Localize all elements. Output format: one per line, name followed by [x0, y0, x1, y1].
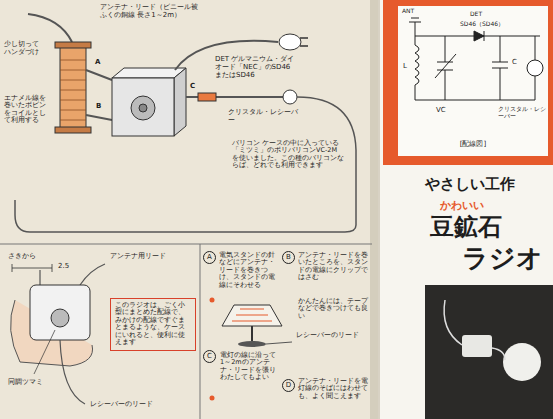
title-line: やさしい工作 [425, 176, 515, 193]
bobbin-flange [55, 42, 91, 48]
instruction-note: かんたんには、テープなどで巻きつけても良い [298, 298, 368, 320]
bobbin-flange [55, 127, 91, 133]
variable-capacitor-case [112, 78, 174, 136]
antenna-wire [28, 14, 72, 42]
lamp-shade [222, 305, 282, 326]
tuning-knob [51, 309, 69, 327]
instruction-note: アンテナ・リードを電灯線のそばにはわせても、よく聞こえます [298, 378, 368, 400]
part-name: VC [436, 106, 446, 114]
wire [86, 70, 112, 120]
cord-in-photo [444, 300, 505, 360]
terminal-letter: C [190, 82, 195, 90]
coil-bobbin [60, 45, 86, 130]
capacitor-symbol [492, 36, 508, 100]
terminal-letter: A [95, 58, 100, 66]
panel-divider [0, 244, 372, 419]
title-line: かわいい [440, 200, 484, 213]
circuit-panel [398, 6, 548, 156]
lamp-stem [251, 326, 253, 341]
dot [210, 298, 215, 303]
lamp-illustration [210, 298, 293, 401]
circuit-schematic [409, 18, 543, 100]
diode-bar [484, 31, 485, 41]
callout-letter: C [207, 353, 212, 360]
terminal-letter: B [96, 102, 101, 110]
callout-letter: B [286, 254, 291, 261]
note-text: このラジオは、ごく小型にまとめた配線で、みかけの配線ですぐまとまるような、ケース… [115, 302, 191, 347]
part-name: レシーバーのリード [90, 400, 153, 408]
part-name: L [403, 62, 407, 70]
instruction-note: 電気スタンドの針などにアンテナ・リードを巻きつけ、スタンドの電線にそわせる [219, 252, 279, 289]
dimension: 2.5 [58, 262, 69, 270]
wiring-illustration [15, 14, 356, 232]
page-spine [370, 0, 380, 419]
instruction-note: アンテナ・リードを巻いたところを、スタンドの電線にクリップではさむ [298, 252, 368, 282]
dot [210, 396, 215, 401]
plug-pins [300, 38, 308, 46]
diode-symbol [474, 31, 484, 41]
crystal-earphone [283, 90, 297, 104]
title-line: ラジオ [462, 244, 543, 274]
leader-line [34, 330, 55, 374]
note-box: このラジオは、ごく小型にまとめた配線で、みかけの配線ですぐまとまるような、ケース… [110, 298, 196, 351]
capacitor-note: バリコン ケースの中に入っている「ミツミ」のポリバリコンVC-2Mを使いました。… [232, 140, 344, 170]
signal-name: ANT [402, 8, 414, 15]
part-name: クリスタル・レシーバー [498, 106, 546, 120]
part-name: C [512, 58, 517, 66]
case-side [174, 68, 186, 136]
coil-winding [60, 60, 86, 120]
earphone-cord [60, 340, 85, 404]
instruction-note: 電灯の線に沿って1～2mのアンテナ・リードを張りわたしてもよい [220, 352, 278, 382]
earphone-cord [15, 97, 356, 232]
photo [425, 285, 553, 419]
plug [279, 34, 301, 50]
circled-letter: B [282, 251, 295, 264]
circled-letter: C [203, 350, 216, 363]
dimension-line [12, 264, 52, 272]
part-name: クリスタル・レシーバー [228, 108, 304, 124]
part-name: DET [470, 11, 482, 18]
antenna-lead [39, 270, 40, 285]
wire [415, 76, 535, 100]
lamp-base [238, 341, 266, 347]
dimension-note: さきから [8, 252, 36, 260]
diagram-caption: [配線図] [460, 140, 486, 148]
radio-case [30, 285, 90, 340]
part-name: アンテナ用リード [110, 252, 166, 260]
earphone-symbol [527, 60, 543, 76]
part-number: SD46（SD46） [460, 21, 504, 28]
title-line: 豆鉱石 [430, 214, 502, 242]
part-name: 同調ツマミ [8, 378, 43, 386]
antenna-symbol [409, 18, 421, 36]
variable-capacitor-symbol [435, 36, 456, 100]
radio-in-photo [462, 335, 492, 357]
callout-letter: A [207, 254, 212, 261]
knob-center [139, 104, 147, 112]
circled-letter: D [282, 379, 295, 392]
coil-symbol [415, 36, 419, 100]
orange-band [383, 0, 553, 165]
solder-note: 少し切って ハンダづけ [4, 40, 48, 56]
diode-note: DET ゲルマニウム・ダイオード「NEC」のSD46またはSD46 [215, 55, 297, 79]
right-page [378, 0, 553, 419]
tuning-knob [131, 96, 155, 120]
coil-note: エナメル線を巻いたボビンをコイルとして利用する [4, 95, 50, 125]
earphone-in-photo [503, 343, 541, 381]
lead-note: アンテナ・リード（ビニール被ふくの銅線 長さ1～2m） [100, 3, 200, 19]
diagram-panel: [配線図] [398, 6, 548, 156]
wound-antenna-lead [232, 309, 272, 321]
antenna-lead [80, 264, 105, 285]
receiver-lead [266, 342, 292, 344]
diode [198, 93, 216, 101]
callout-letter: D [286, 382, 291, 389]
part-name: レシーバーのリード [296, 332, 359, 339]
circled-letter: A [203, 251, 216, 264]
